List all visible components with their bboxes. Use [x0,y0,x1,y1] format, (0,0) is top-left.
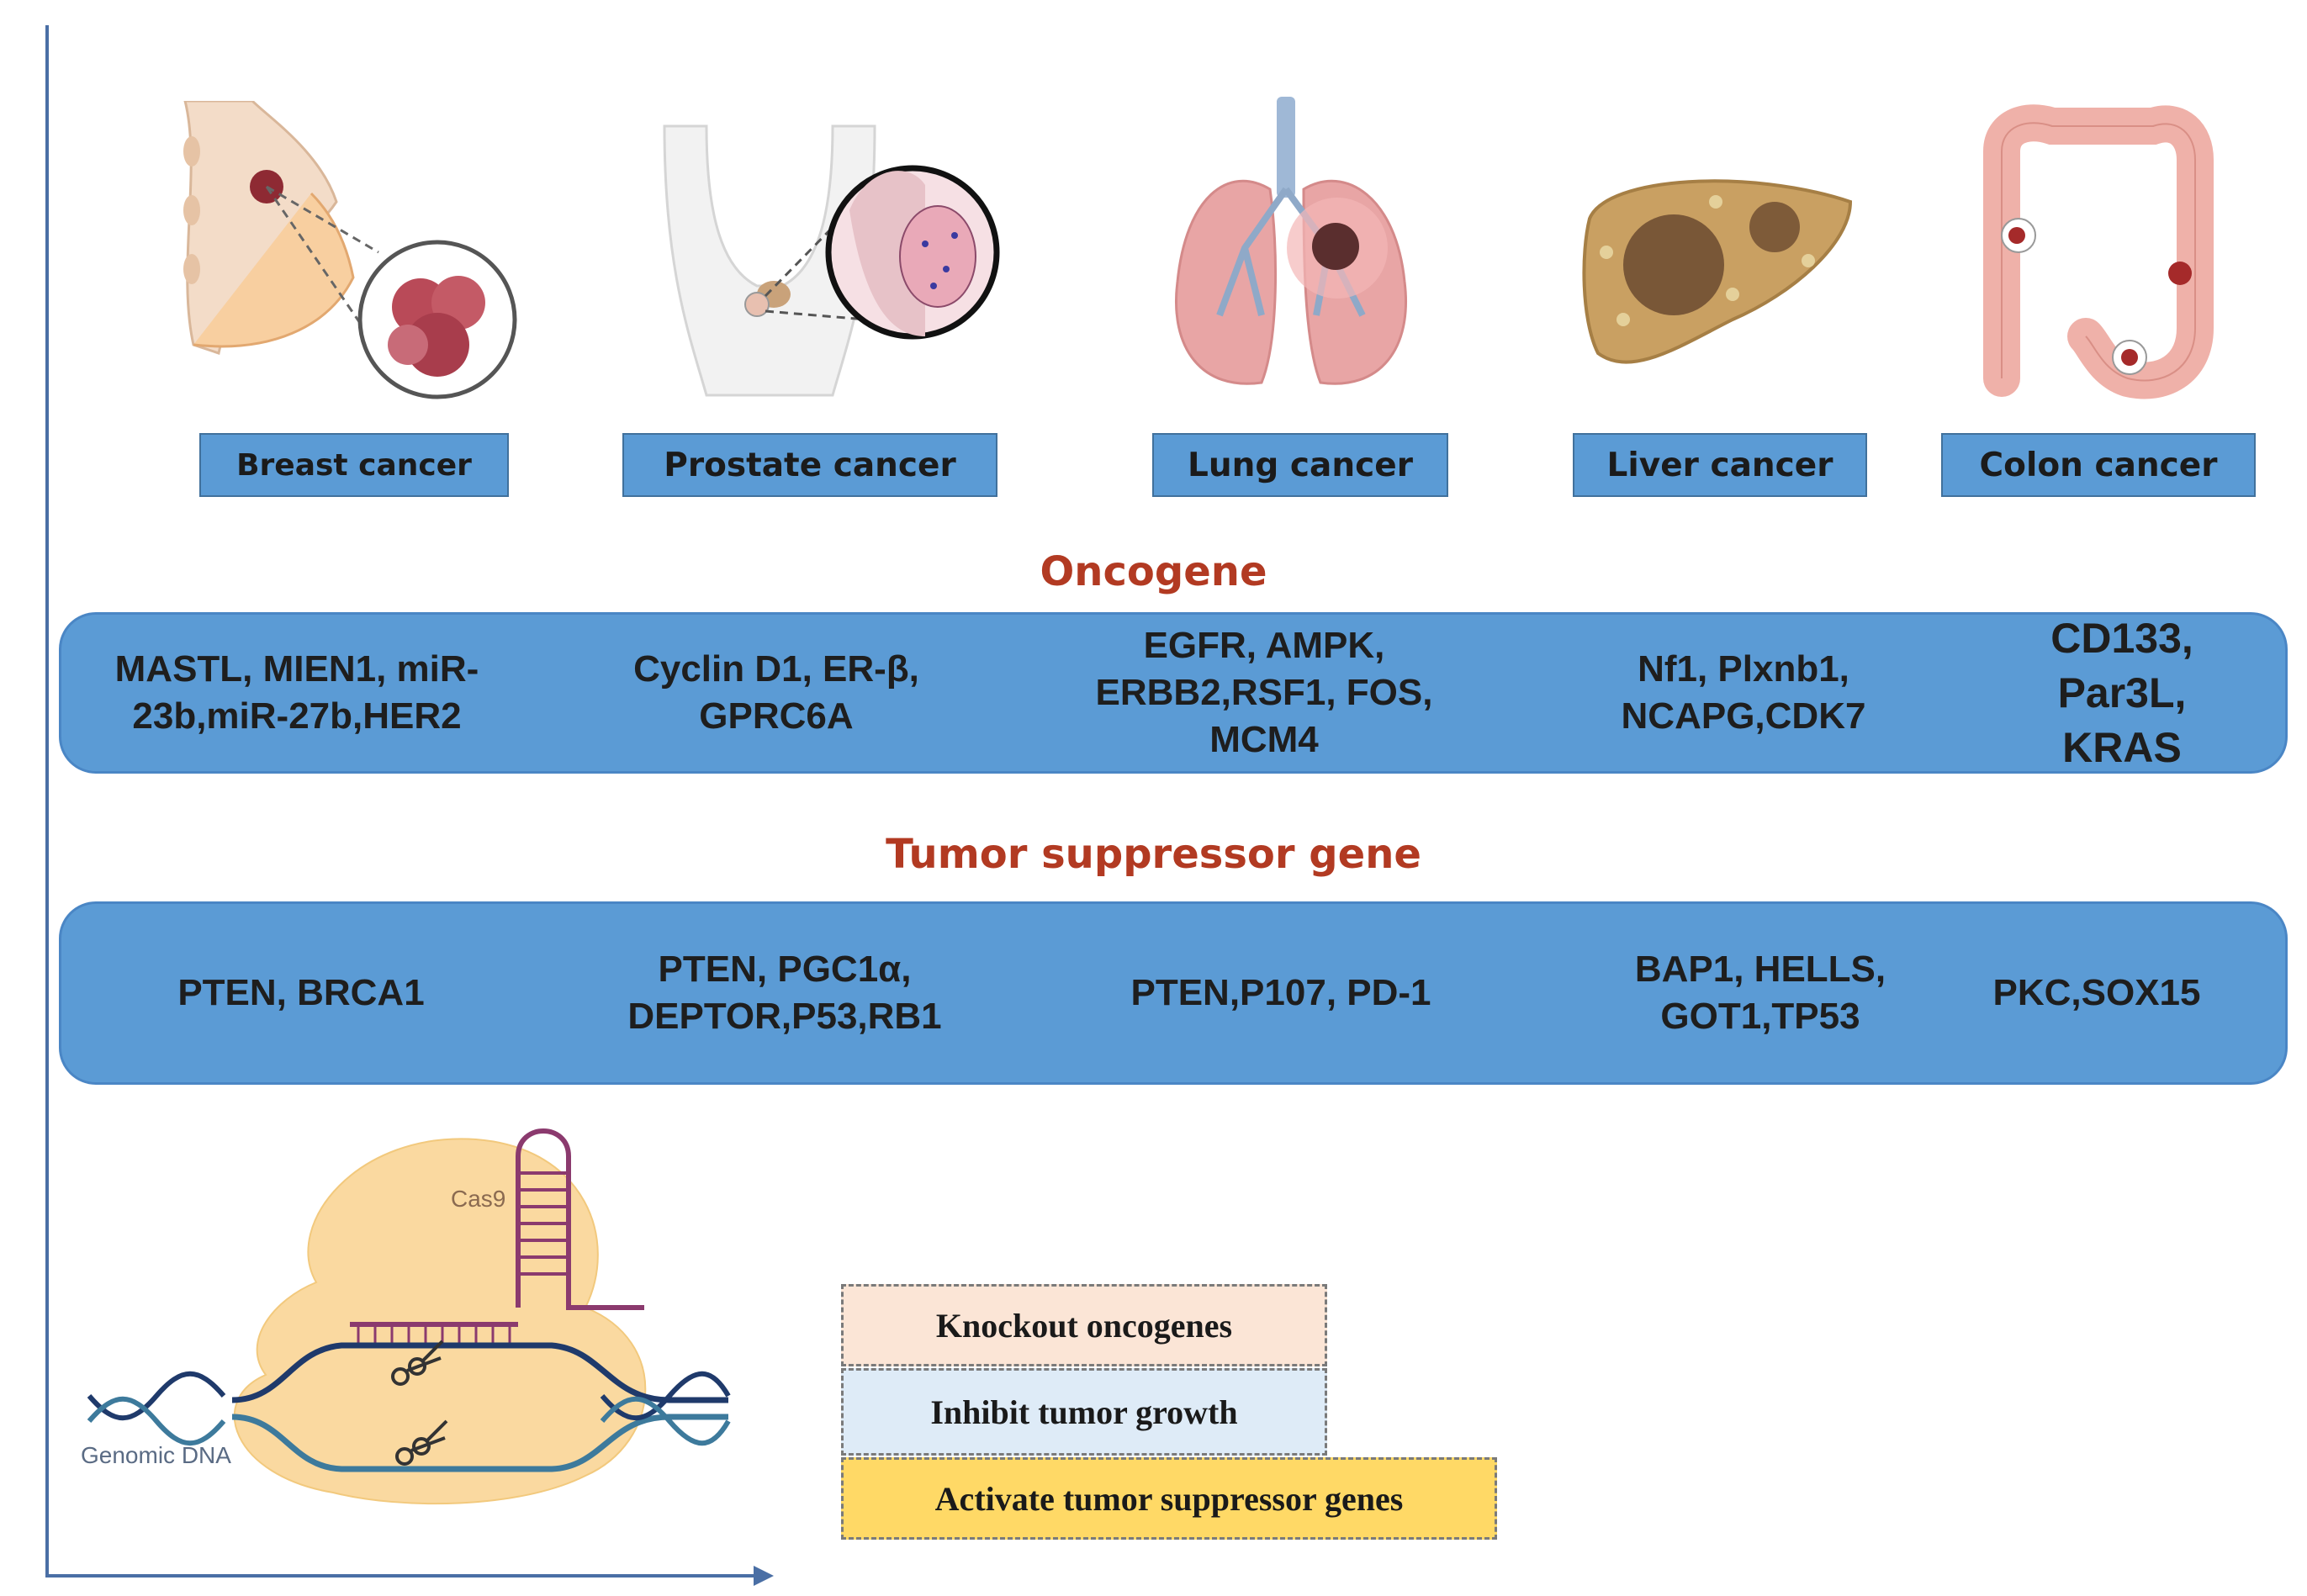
oncogene-genes-breast: MASTL, MIEN1, miR-23b,miR-27b,HER2 [114,647,479,737]
colon-icon [1983,104,2214,399]
tumor-suppressor-genes-colon: PKC,SOX15 [1992,971,2201,1013]
tumor-suppressor-genes-liver: BAP1, HELLS,GOT1,TP53 [1634,948,1886,1037]
scissors-icon [395,1419,448,1466]
legend-activate-tumor-suppressor: Activate tumor suppressor genes [841,1457,1497,1540]
tumor-suppressor-genes-breast: PTEN, BRCA1 [177,971,425,1013]
cancer-label-colon: Colon cancer [1941,433,2256,497]
cas9-label: Cas9 [451,1186,505,1212]
vertical-axis-line [45,25,49,1578]
oncogene-band: MASTL, MIEN1, miR-23b,miR-27b,HER2 Cycli… [59,612,2288,774]
legend-inhibit-tumor-growth: Inhibit tumor growth [841,1368,1327,1456]
axis-arrowhead-icon [754,1566,774,1586]
oncogene-genes-lung: EGFR, AMPK,ERBB2,RSF1, FOS,MCM4 [1095,624,1433,761]
oncogene-genes-colon: CD133,Par3L,KRAS [2050,614,2193,771]
crispr-cas9-diagram: Cas9 Genomic DNA [81,1128,731,1505]
tumor-suppressor-band: PTEN, BRCA1 PTEN, PGC1α,DEPTOR,P53,RB1 P… [59,901,2288,1085]
oncogene-genes-prostate: Cyclin D1, ER-β,GPRC6A [633,647,919,737]
dna-strand-bottom [231,1414,728,1472]
oncogene-genes-liver: Nf1, Plxnb1,NCAPG,CDK7 [1621,647,1866,737]
tumor-suppressor-genes-prostate: PTEN, PGC1α,DEPTOR,P53,RB1 [627,948,942,1037]
cancer-label-liver: Liver cancer [1573,433,1867,497]
dna-strand-top [231,1342,728,1403]
prostate-icon [663,124,1000,397]
dna-helix-left [87,1371,226,1446]
cancer-label-lung: Lung cancer [1152,433,1448,497]
liver-icon [1582,179,1853,364]
legend-knockout-oncogenes: Knockout oncogenes [841,1284,1327,1366]
scissors-icon [391,1340,444,1386]
genomic-dna-label: Genomic DNA [81,1442,231,1468]
guide-rna-hairpin [516,1128,644,1310]
horizontal-axis-line [45,1574,757,1578]
cancer-label-breast: Breast cancer [199,433,509,497]
oncogene-title: Oncogene [1040,548,1267,595]
lung-icon [1175,97,1407,385]
cancer-label-prostate: Prostate cancer [622,433,997,497]
dna-helix-right [600,1371,731,1446]
tumor-suppressor-genes-lung: PTEN,P107, PD-1 [1130,971,1431,1013]
breast-icon [183,101,517,399]
tumor-suppressor-title: Tumor suppressor gene [886,831,1421,878]
